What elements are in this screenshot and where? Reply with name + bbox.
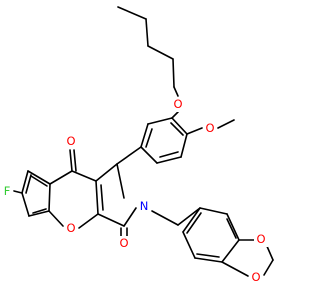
bond [27,170,51,185]
bond [147,45,174,60]
atom-o-methoxy: O [203,121,217,136]
bond [182,207,201,233]
atom-symbol: O [205,121,214,135]
bond [147,117,173,125]
bond [217,119,235,129]
bond [263,259,274,276]
atom-o-lactam: O [117,236,131,251]
bond [25,174,32,194]
bond [194,257,223,263]
bond [171,111,179,119]
bond [172,58,175,88]
atom-symbol: O [66,221,75,235]
bond [226,213,240,241]
bond [32,208,47,214]
bond [196,253,220,258]
bond [100,184,104,211]
bond [48,210,64,227]
bond [95,180,99,215]
atom-symbol: O [66,134,75,148]
bond [123,207,137,227]
atom-labels: O O O O O N F O [0,97,268,285]
molecule-diagram: O O O O O N F O [0,6,274,285]
bond [182,231,196,259]
bond [140,146,158,164]
bond [48,183,51,212]
bond [173,86,179,97]
structure-svg: O O O O O N F O [0,6,274,285]
atom-symbol: N [140,199,149,213]
atom-n-lactam: N [137,199,151,214]
bond [21,192,30,217]
bond [226,218,237,239]
bond [140,123,149,148]
bond [116,163,125,199]
bond [95,163,118,182]
bond [186,212,202,234]
bond [73,149,77,172]
bond [71,170,97,182]
atom-o-dioxole-1: O [254,232,268,247]
bond [151,210,179,226]
bond [78,213,99,229]
bond [170,122,184,136]
bond [180,133,188,158]
atom-symbol: O [119,236,128,250]
atom-symbol: O [251,270,260,284]
bond [28,210,50,217]
atom-o-ketone: O [64,134,78,149]
bond [13,190,23,194]
bond [156,156,182,164]
bond [116,146,142,165]
atom-o-ring: O [64,221,78,236]
atom-symbol: O [256,232,265,246]
bond [145,128,153,148]
bond [199,207,228,215]
bond [97,213,125,227]
bonds [13,6,274,277]
bond [117,6,147,20]
bond [221,261,249,277]
bond [171,117,188,135]
bond [159,151,179,158]
bond [145,18,149,47]
bond [30,175,48,187]
bond [49,170,73,185]
bond [69,149,73,172]
atom-o-butoxy: O [171,97,185,112]
atom-o-dioxole-2: O [249,270,263,285]
bond [221,239,240,263]
atom-symbol: F [4,184,11,198]
bond [21,170,29,194]
bond [177,207,201,226]
atom-f: F [0,184,13,199]
bond [186,127,203,135]
atom-symbol: O [173,97,182,111]
